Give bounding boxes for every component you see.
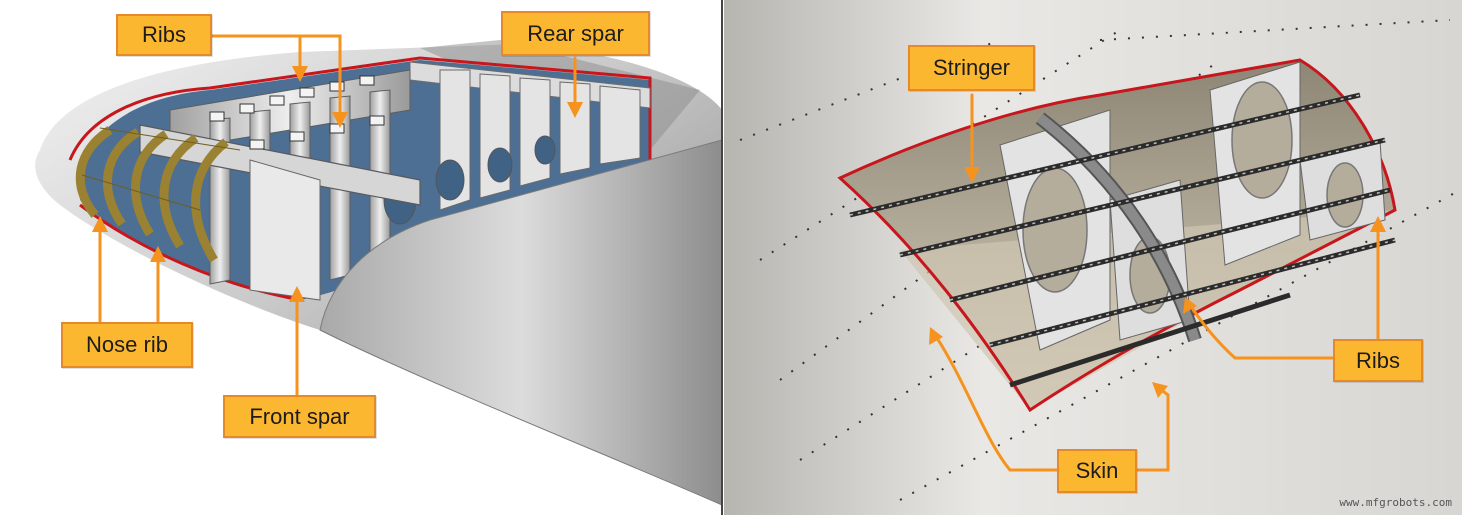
rivet-lines [739,19,1461,501]
label-rear-spar: Rear spar [501,11,650,56]
label-nose-rib: Nose rib [61,322,193,368]
label-stringer: Stringer [908,45,1035,91]
right-wing-cutaway [724,0,1462,515]
leader-lines [98,34,1380,472]
left-skin-flap [319,139,723,506]
right-cut-edge [837,58,1397,413]
nose-ribs [75,126,229,263]
leader-arrowheads [92,66,1386,398]
left-wing-cutaway [35,0,723,515]
watermark-text: www.mfgrobots.com [1339,496,1452,509]
label-skin: Skin [1057,449,1137,493]
right-ribs [999,61,1386,351]
label-front-spar: Front spar [223,395,376,438]
label-ribs-right: Ribs [1333,339,1423,382]
left-cut-edge [68,56,652,161]
label-ribs-left: Ribs [116,14,212,56]
